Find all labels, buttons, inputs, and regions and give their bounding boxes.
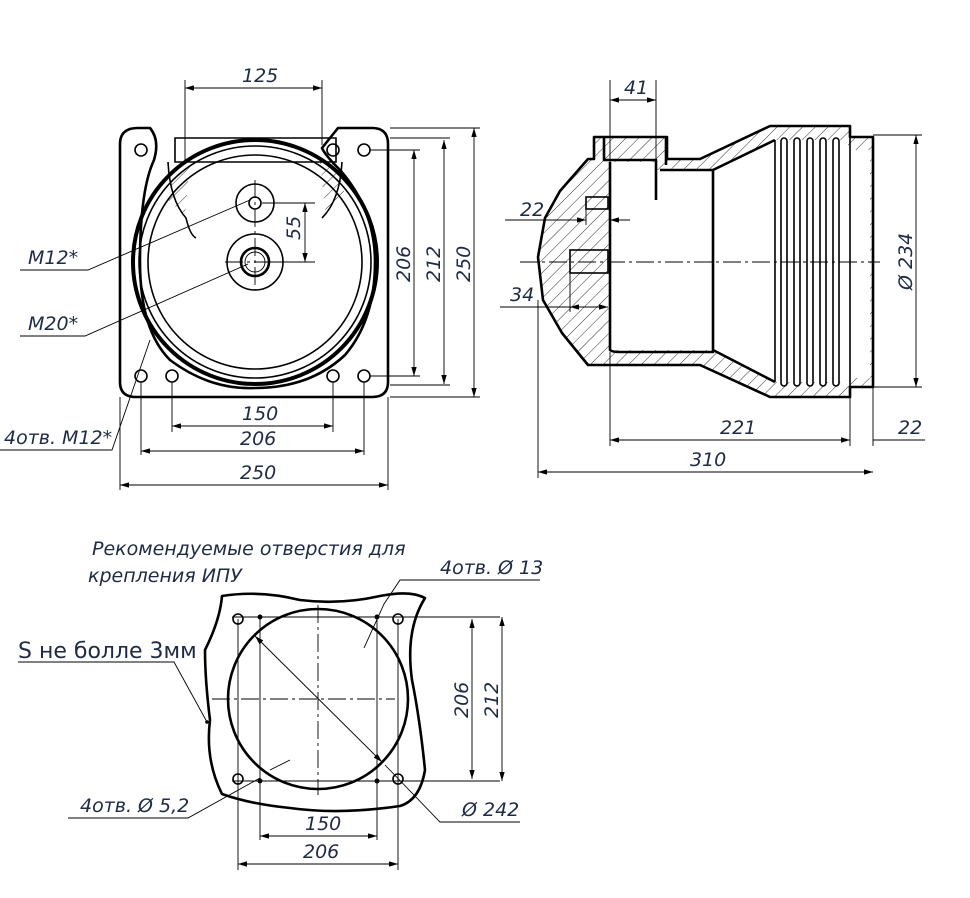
- note-thickness: S не болле 3мм: [18, 639, 197, 664]
- dim-250-horizontal: 250: [240, 462, 276, 484]
- label-4-holes-m12: 4отв. M12*: [4, 427, 112, 449]
- mount-title-line1: Рекомендуемые отверстия для: [92, 538, 406, 560]
- dim-22-top: 22: [520, 199, 544, 221]
- inner-circle: [147, 154, 363, 370]
- label-m12: M12*: [28, 247, 78, 269]
- label-m20: M20*: [28, 313, 78, 335]
- side-outline: [536, 124, 875, 399]
- mount-dim-206-vertical: 206: [451, 682, 473, 718]
- ring-inner-edge: [138, 145, 372, 379]
- dim-221: 221: [720, 417, 756, 439]
- dim-55: 55: [283, 216, 305, 240]
- mount-dim-diameter-242: Ø 242: [461, 799, 519, 821]
- front-view: 125 55 206 212 250 150 206 250 M12* M20*…: [0, 65, 480, 490]
- dim-150: 150: [242, 403, 278, 425]
- mount-dim-206-horizontal: 206: [303, 841, 339, 863]
- dim-34: 34: [510, 284, 534, 306]
- dim-310: 310: [690, 449, 726, 471]
- dim-212-vertical: 212: [423, 246, 445, 282]
- mount-title-line2: крепления ИПУ: [88, 565, 243, 587]
- mounting-plate: [118, 126, 390, 399]
- mount-dim-150: 150: [305, 813, 341, 835]
- dim-diameter-234: Ø 234: [895, 233, 917, 291]
- label-4-holes-5-2: 4отв. Ø 5,2: [80, 795, 189, 817]
- mount-holes-view: Рекомендуемые отверстия для крепления ИП…: [18, 538, 543, 870]
- dim-206-horizontal: 206: [240, 428, 276, 450]
- mounting-surface: [203, 592, 427, 813]
- dim-206-vertical: 206: [393, 246, 415, 282]
- dim-41: 41: [624, 77, 648, 99]
- mount-dim-212-vertical: 212: [481, 682, 503, 718]
- label-4-holes-13: 4отв. Ø 13: [440, 557, 543, 579]
- dim-250-vertical: 250: [453, 246, 475, 282]
- side-view: 41 22 34 Ø 234 221 22 310: [500, 77, 925, 478]
- outer-ring: [131, 138, 379, 386]
- dim-22-right: 22: [898, 417, 922, 439]
- dim-125: 125: [242, 65, 278, 87]
